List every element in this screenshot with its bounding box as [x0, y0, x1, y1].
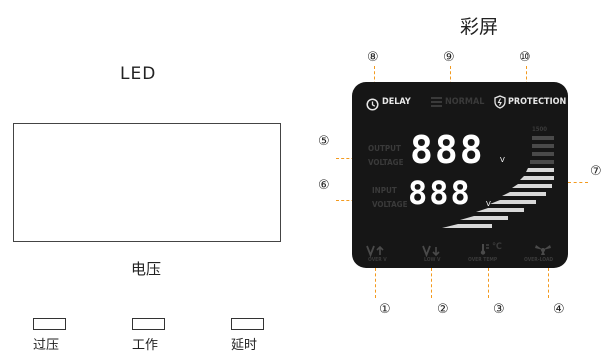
leader-9: [450, 66, 451, 90]
temp-symbol: ℃: [492, 242, 502, 252]
leader-2: [431, 268, 432, 298]
callout-2: ②: [437, 302, 449, 317]
callout-6: ⑥: [318, 178, 330, 193]
leader-8: [374, 66, 375, 90]
working-indicator-label: 工作: [132, 338, 159, 353]
input-label-line1: INPUT: [372, 186, 397, 195]
low-v-label: LOW V: [424, 257, 441, 263]
scale-label: 1500: [532, 126, 548, 133]
callout-4: ④: [553, 302, 565, 317]
led-caption: 电压: [131, 260, 162, 278]
over-voltage-icon: [366, 242, 388, 261]
output-voltage-label: OUTPUT VOLTAGE: [368, 142, 404, 170]
callout-9: ⑨: [443, 50, 455, 65]
callout-3: ③: [493, 302, 505, 317]
color-screen-title: 彩屏: [460, 16, 499, 38]
over-load-label: OVER-LOAD: [524, 257, 554, 263]
normal-bars-icon: [431, 97, 442, 107]
input-voltage-label: INPUT VOLTAGE: [372, 184, 408, 212]
output-unit: V: [500, 156, 505, 164]
input-unit: V: [486, 200, 491, 208]
clock-icon: [366, 96, 379, 115]
over-v-label: OVER V: [368, 257, 387, 263]
delay-indicator-box: [231, 318, 264, 330]
shield-icon: [494, 94, 506, 113]
low-voltage-icon: [422, 242, 444, 261]
output-voltage-digits: 888: [410, 128, 485, 172]
output-label-line1: OUTPUT: [368, 144, 401, 153]
input-voltage-digits: 888: [408, 174, 472, 212]
normal-label: NORMAL: [445, 97, 485, 107]
output-label-line2: VOLTAGE: [368, 158, 404, 167]
callout-10: ⑩: [519, 50, 531, 65]
callout-8: ⑧: [367, 50, 379, 65]
leader-1: [375, 268, 376, 298]
led-title: LED: [120, 64, 157, 84]
delay-label: DELAY: [382, 97, 411, 107]
protection-label: PROTECTION: [508, 97, 567, 107]
color-screen-panel: DELAY NORMAL PROTECTION OUTPUT VOLTAGE 8…: [352, 82, 568, 268]
overvoltage-indicator-box: [33, 318, 66, 330]
callout-5: ⑤: [318, 134, 330, 149]
input-label-line2: VOLTAGE: [372, 200, 408, 209]
voltage-bar-graph: [442, 136, 554, 228]
overvoltage-indicator-label: 过压: [33, 338, 60, 353]
callout-1: ①: [379, 302, 391, 317]
led-display-box: [13, 123, 281, 242]
fan-icon: [534, 241, 552, 260]
leader-3: [488, 268, 489, 298]
over-temp-label: OVER TEMP: [468, 257, 498, 263]
callout-7: ⑦: [590, 164, 602, 179]
thermometer-icon: [478, 241, 492, 260]
delay-indicator-label: 延时: [231, 338, 258, 353]
leader-7: [568, 182, 588, 183]
leader-10: [526, 66, 527, 90]
leader-4: [548, 268, 549, 298]
working-indicator-box: [132, 318, 165, 330]
